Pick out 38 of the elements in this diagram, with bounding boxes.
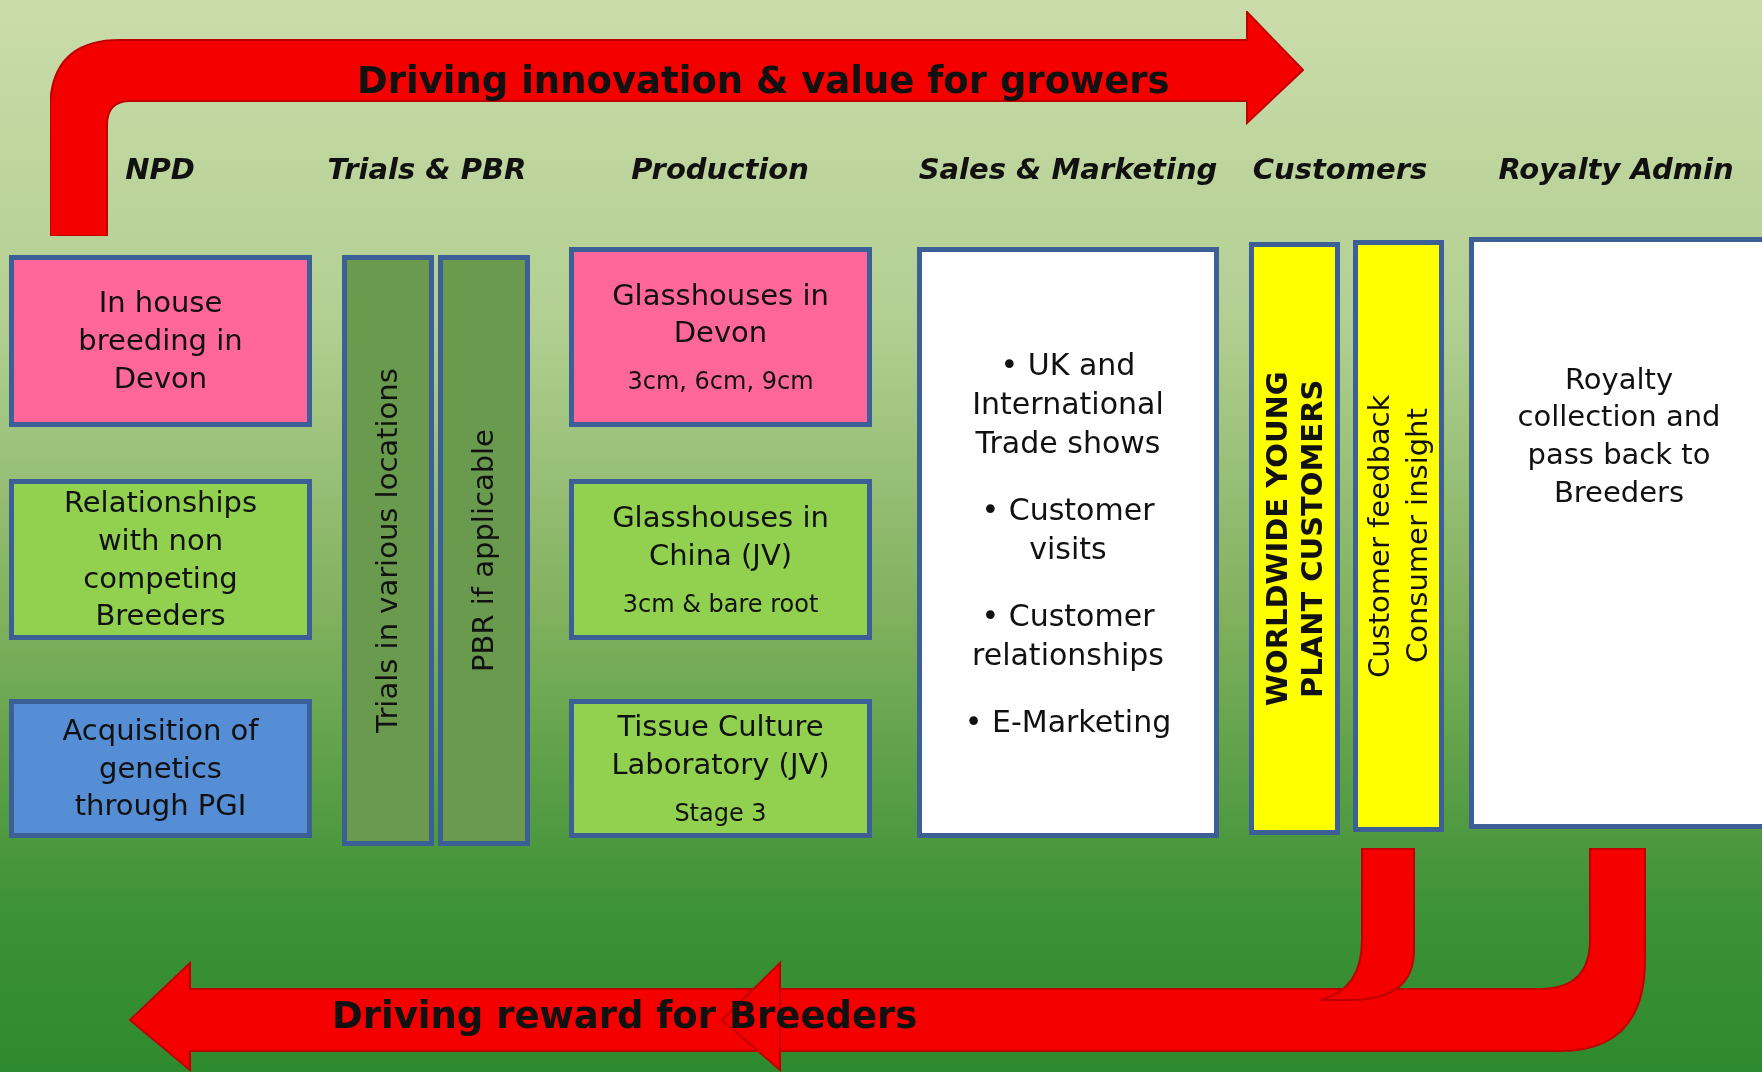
detail-text: 3cm & bare root [622,588,819,620]
process-box [9,699,312,838]
process-box [9,479,312,640]
box-text: Royalty collection and pass back to Breeders [1516,360,1722,511]
process-box [917,247,1219,838]
arrow-label: Driving reward for Breeders [332,994,918,1037]
box-text: Acquisition of genetics through PGI [61,711,260,825]
column-heading: Royalty Admin [1498,152,1734,186]
bullet-item: • Customer relationships [971,596,1165,674]
box-text: In house breeding in Devon [77,284,244,397]
column-heading: NPD [125,152,195,186]
process-box [569,479,872,640]
column-heading: Customers [1252,152,1428,186]
vertical-box [438,255,530,846]
box-text: Tissue Culture Laboratory (JV) [610,708,831,783]
column-heading: Sales & Marketing [918,152,1218,186]
process-box [569,699,872,838]
vertical-box [1353,240,1444,832]
bullet-item: • UK and International Trade shows [971,345,1165,462]
box-text: Relationships with non competing Breeders [62,484,259,635]
bullet-item: • Customer visits [980,490,1156,568]
vertical-text: Customer feedback Consumer insight [1360,393,1435,680]
vertical-text: PBR if applicable [465,428,502,674]
box-text: Glasshouses in Devon [611,276,830,352]
vertical-box [1249,242,1340,835]
detail-text: 3cm, 6cm, 9cm [627,366,814,398]
process-box [1469,237,1762,829]
process-box [9,255,312,427]
vertical-text: Trials in various locations [369,367,406,735]
arrow-label: Driving innovation & value for growers [357,59,1170,102]
box-text: Glasshouses in China (JV) [611,499,830,574]
column-heading: Production [631,152,809,186]
process-box [569,247,872,427]
vertical-box [342,255,434,846]
detail-text: Stage 3 [674,797,767,829]
vertical-text: WORLDWIDE YOUNG PLANT CUSTOMERS [1259,370,1330,708]
column-heading: Trials & PBR [327,152,527,186]
bullet-item: • E-Marketing [963,702,1173,741]
